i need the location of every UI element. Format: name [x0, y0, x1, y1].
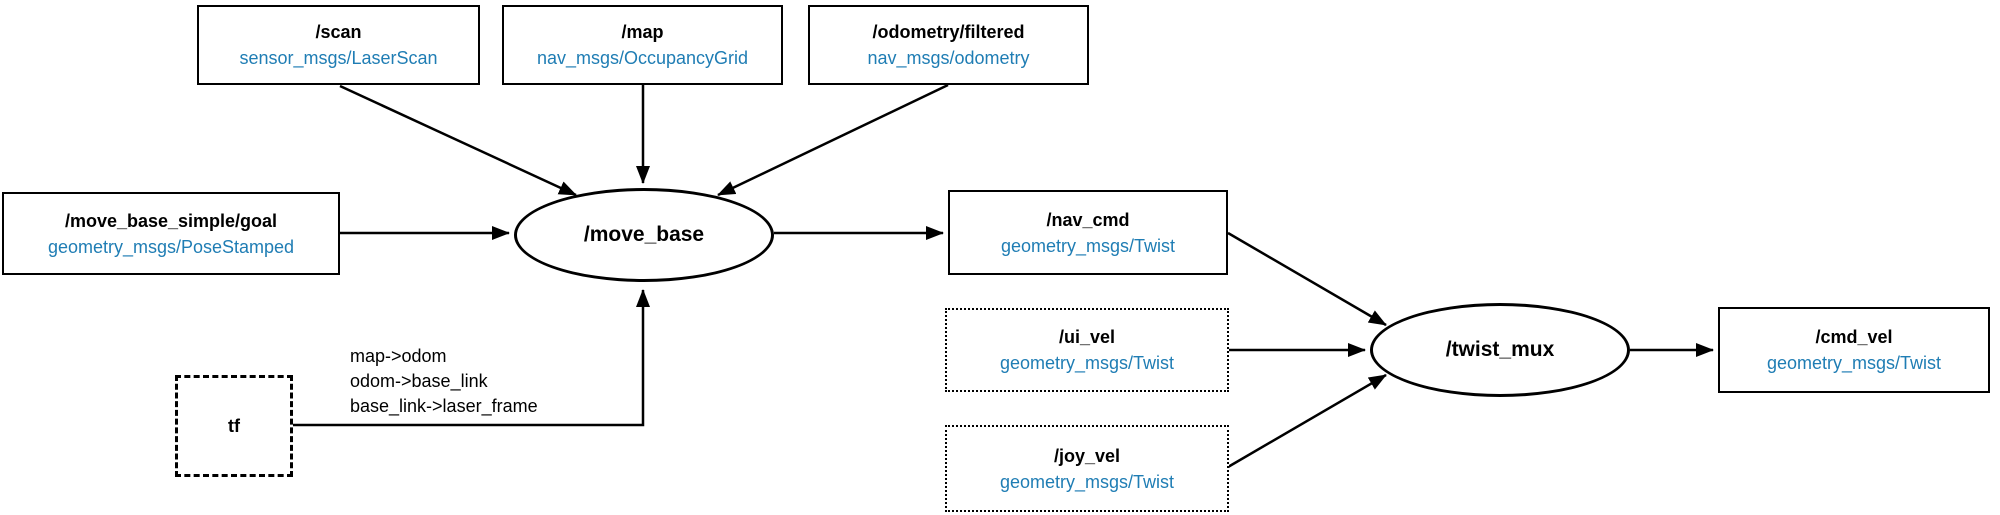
- edge-tf-to-move-base: [293, 289, 650, 427]
- topic-name: /map: [621, 22, 664, 42]
- tf-node: tf: [175, 375, 293, 477]
- topic-node-scan: /scan sensor_msgs/LaserScan: [197, 5, 480, 85]
- message-type: geometry_msgs/Twist: [1766, 353, 1942, 373]
- node-name: tf: [228, 416, 240, 436]
- topic-name: /scan: [315, 22, 362, 42]
- topic-node-move-base-simple-goal: /move_base_simple/goal geometry_msgs/Pos…: [2, 192, 340, 275]
- node-name: /twist_mux: [1445, 338, 1555, 361]
- edge-joy-vel-to-twist-mux: [1227, 373, 1387, 469]
- topic-node-cmd-vel: /cmd_vel geometry_msgs/Twist: [1718, 307, 1990, 393]
- topic-name: /nav_cmd: [1046, 209, 1130, 230]
- topic-node-joy-vel: /joy_vel geometry_msgs/Twist: [945, 425, 1229, 512]
- message-type: sensor_msgs/LaserScan: [239, 48, 438, 68]
- topic-name: /odometry/filtered: [872, 22, 1025, 42]
- tf-transform-labels: map->odom odom->base_link base_link->las…: [350, 344, 538, 419]
- edge-scan-to-move-base: [339, 84, 577, 197]
- message-type: geometry_msgs/Twist: [1000, 235, 1176, 256]
- topic-node-ui-vel: /ui_vel geometry_msgs/Twist: [945, 308, 1229, 392]
- message-type: geometry_msgs/Twist: [999, 353, 1175, 373]
- topic-name: /ui_vel: [1058, 327, 1116, 347]
- tf-transform-line: base_link->laser_frame: [350, 396, 538, 416]
- topic-node-map: /map nav_msgs/OccupancyGrid: [502, 5, 783, 85]
- topic-node-nav-cmd: /nav_cmd geometry_msgs/Twist: [948, 190, 1228, 275]
- topic-name: /joy_vel: [1053, 445, 1121, 466]
- edge-odometry-to-move-base: [717, 83, 949, 197]
- message-type: nav_msgs/OccupancyGrid: [536, 48, 749, 68]
- ros-node-move-base: /move_base: [514, 188, 774, 282]
- topic-node-odometry-filtered: /odometry/filtered nav_msgs/odometry: [808, 5, 1089, 85]
- message-type: geometry_msgs/PoseStamped: [47, 236, 295, 257]
- edge-nav-cmd-to-twist-mux: [1227, 231, 1387, 327]
- ros-node-twist-mux: /twist_mux: [1370, 303, 1630, 397]
- node-name: /move_base: [583, 223, 705, 246]
- topic-name: /cmd_vel: [1815, 327, 1893, 347]
- message-type: nav_msgs/odometry: [867, 48, 1030, 68]
- tf-transform-line: odom->base_link: [350, 371, 488, 391]
- message-type: geometry_msgs/Twist: [999, 471, 1175, 492]
- topic-name: /move_base_simple/goal: [64, 210, 278, 231]
- tf-transform-line: map->odom: [350, 346, 447, 366]
